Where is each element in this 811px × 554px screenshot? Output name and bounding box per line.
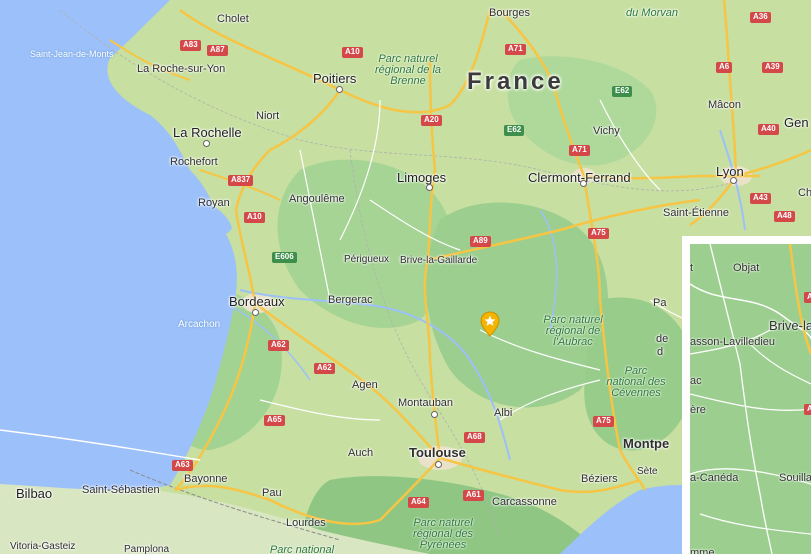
road-shield-a62-south: A62 <box>314 363 335 374</box>
city-label-brive[interactable]: Brive-la-Gaillarde <box>400 255 478 266</box>
road-shield-a61: A61 <box>463 490 484 501</box>
star-marker-icon[interactable] <box>480 311 500 337</box>
place-label-saint-jean-de-monts: Saint-Jean-de-Monts <box>30 49 114 59</box>
city-dot-bordeaux <box>252 309 259 316</box>
inset-road-shield-2: A <box>804 404 811 415</box>
city-dot-lyon <box>730 177 737 184</box>
city-label-lourdes[interactable]: Lourdes <box>286 517 326 529</box>
road-shield-a62-north: A62 <box>268 340 289 351</box>
city-label-montpellier[interactable]: Montpe <box>623 436 670 451</box>
city-label-la-rochelle[interactable]: La Rochelle <box>173 125 242 140</box>
city-label-perigueux[interactable]: Périgueux <box>344 254 390 265</box>
city-label-bergerac[interactable]: Bergerac <box>328 294 373 306</box>
edge-label-gen: Gen <box>784 115 809 130</box>
city-label-toulouse[interactable]: Toulouse <box>409 445 466 460</box>
inset-label-brive-la[interactable]: Brive-la <box>769 318 811 333</box>
city-label-bayonne[interactable]: Bayonne <box>184 473 228 485</box>
park-label-parc-national: Parc national <box>269 544 335 554</box>
inset-label-ac[interactable]: ac <box>690 375 702 387</box>
city-label-beziers[interactable]: Béziers <box>581 473 618 485</box>
edge-label-pa: Pa <box>653 297 667 309</box>
city-label-vichy[interactable]: Vichy <box>593 125 620 137</box>
inset-label-objat[interactable]: Objat <box>733 262 760 274</box>
city-label-pamplona[interactable]: Pamplona <box>124 544 170 554</box>
city-label-cholet[interactable]: Cholet <box>217 13 249 25</box>
road-shield-a43: A43 <box>750 193 771 204</box>
road-shield-a83: A83 <box>180 40 201 51</box>
edge-label-d: d <box>657 346 664 358</box>
park-label-morvan: du Morvan <box>626 7 678 19</box>
city-label-bordeaux[interactable]: Bordeaux <box>229 294 285 309</box>
road-shield-a68: A68 <box>464 432 485 443</box>
road-shield-a48: A48 <box>774 211 795 222</box>
city-label-carcassonne[interactable]: Carcassonne <box>492 496 557 508</box>
road-shield-a39: A39 <box>762 62 783 73</box>
road-shield-a63: A63 <box>172 460 193 471</box>
road-shield-a87: A87 <box>207 45 228 56</box>
city-label-lyon[interactable]: Lyon <box>716 164 744 179</box>
inset-label-mme[interactable]: mme <box>690 547 715 554</box>
city-dot-poitiers <box>336 86 343 93</box>
city-label-la-roche-sur-yon[interactable]: La Roche-sur-Yon <box>137 63 226 75</box>
city-label-royan[interactable]: Royan <box>198 197 230 209</box>
city-label-clermont-ferrand[interactable]: Clermont-Ferrand <box>528 170 631 185</box>
park-label-cevennes: Parc national des Cévennes <box>606 365 666 399</box>
inset-label-ere[interactable]: ère <box>690 404 706 416</box>
city-dot-montauban <box>431 411 438 418</box>
inset-label-caneda[interactable]: a-Canéda <box>690 472 739 484</box>
city-label-bilbao[interactable]: Bilbao <box>16 486 53 501</box>
city-label-pau[interactable]: Pau <box>262 487 282 499</box>
inset-label-souilla[interactable]: Souilla <box>779 472 811 484</box>
edge-label-ch: Ch <box>798 187 811 199</box>
park-label-pyrenees: Parc naturel régional des Pyrénées <box>413 517 473 551</box>
city-label-auch[interactable]: Auch <box>348 447 374 459</box>
road-shield-a71: A71 <box>505 44 526 55</box>
city-label-sete[interactable]: Sète <box>637 466 658 477</box>
inset-map-canvas[interactable]: Objat Brive-la asson-Lavilledieu ac ère … <box>690 244 811 554</box>
place-label-arcachon: Arcachon <box>178 319 221 330</box>
road-shield-a64: A64 <box>408 497 429 508</box>
road-shield-a71-south: A71 <box>569 145 590 156</box>
road-shield-a75-north: A75 <box>588 228 609 239</box>
city-label-saint-sebastien[interactable]: Saint-Sébastien <box>82 484 160 496</box>
city-label-albi[interactable]: Albi <box>494 407 513 419</box>
city-label-vitoria[interactable]: Vitoria-Gasteiz <box>10 541 76 552</box>
road-shield-a10-north: A10 <box>342 47 363 58</box>
road-shield-a75-south: A75 <box>593 416 614 427</box>
city-label-angouleme[interactable]: Angoulême <box>289 193 345 205</box>
city-label-macon[interactable]: Mâcon <box>708 99 742 111</box>
city-dot-clermont-ferrand <box>580 180 587 187</box>
road-shield-a20: A20 <box>421 115 442 126</box>
inset-map-panel: Objat Brive-la asson-Lavilledieu ac ère … <box>682 236 811 554</box>
city-label-rochefort[interactable]: Rochefort <box>170 156 218 168</box>
inset-map-base <box>690 244 811 554</box>
city-label-bourges[interactable]: Bourges <box>489 7 530 19</box>
inset-road-shield: A <box>804 292 811 303</box>
inset-label-t: t <box>690 262 694 274</box>
road-shield-e606: E606 <box>272 252 297 263</box>
edge-label-de: de <box>656 333 669 345</box>
city-dot-toulouse <box>435 461 442 468</box>
city-label-limoges[interactable]: Limoges <box>397 170 447 185</box>
city-dot-la-rochelle <box>203 140 210 147</box>
park-label-aubrac: Parc naturel régional de l'Aubrac <box>543 314 603 348</box>
inset-label-terrasson[interactable]: asson-Lavilledieu <box>690 336 775 348</box>
road-shield-a837: A837 <box>228 175 254 186</box>
city-label-montauban[interactable]: Montauban <box>398 397 454 409</box>
road-shield-a6: A6 <box>716 62 733 73</box>
city-label-poitiers[interactable]: Poitiers <box>313 71 357 86</box>
city-label-agen[interactable]: Agen <box>352 379 378 391</box>
city-dot-limoges <box>426 184 433 191</box>
road-shield-a36: A36 <box>750 12 771 23</box>
road-shield-a65: A65 <box>264 415 285 426</box>
road-shield-e62-west: E62 <box>504 125 525 136</box>
city-label-niort[interactable]: Niort <box>256 110 280 122</box>
road-shield-e62-east: E62 <box>612 86 633 97</box>
road-shield-a10-south: A10 <box>244 212 265 223</box>
park-label-brenne: Parc naturel régional de la Brenne <box>374 53 442 87</box>
road-shield-a89: A89 <box>470 236 491 247</box>
city-label-saint-etienne[interactable]: Saint-Étienne <box>663 207 730 219</box>
country-label: France <box>467 68 564 95</box>
road-shield-a40: A40 <box>758 124 779 135</box>
